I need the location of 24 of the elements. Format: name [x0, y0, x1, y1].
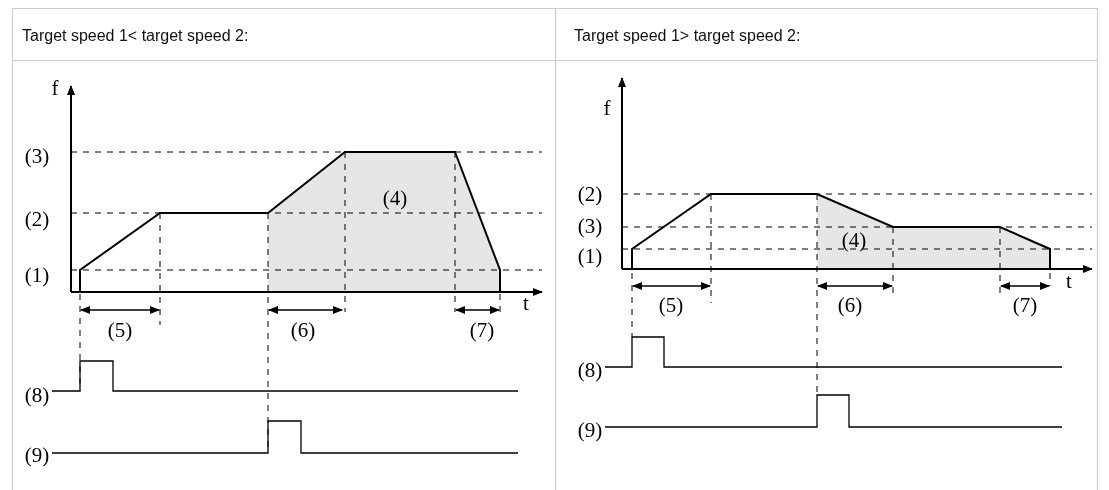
time-interval-label: (7)	[469, 319, 495, 341]
speed-level-label: (3)	[24, 145, 50, 167]
column-heading: Target speed 1< target speed 2:	[22, 28, 249, 44]
speed-level-label: (1)	[577, 245, 603, 267]
signal-label: (8)	[577, 359, 603, 381]
area-label: (4)	[841, 229, 867, 251]
speed-level-label: (2)	[577, 183, 603, 205]
axis-label: t	[523, 292, 529, 314]
time-interval-label: (6)	[837, 294, 863, 316]
time-interval-label: (7)	[1012, 294, 1038, 316]
time-interval-label: (5)	[107, 319, 133, 341]
speed-level-label: (1)	[24, 264, 50, 286]
axis-label: f	[51, 77, 59, 99]
signal-label: (9)	[577, 419, 603, 441]
column-heading: Target speed 1> target speed 2:	[574, 28, 801, 44]
axis-label: t	[1066, 270, 1072, 292]
time-interval-label: (5)	[658, 294, 684, 316]
speed-level-label: (3)	[577, 215, 603, 237]
speed-level-label: (2)	[24, 208, 50, 230]
axis-label: f	[603, 97, 611, 119]
area-label: (4)	[382, 187, 408, 209]
signal-label: (8)	[24, 384, 50, 406]
time-interval-label: (6)	[290, 319, 316, 341]
signal-label: (9)	[24, 444, 50, 466]
